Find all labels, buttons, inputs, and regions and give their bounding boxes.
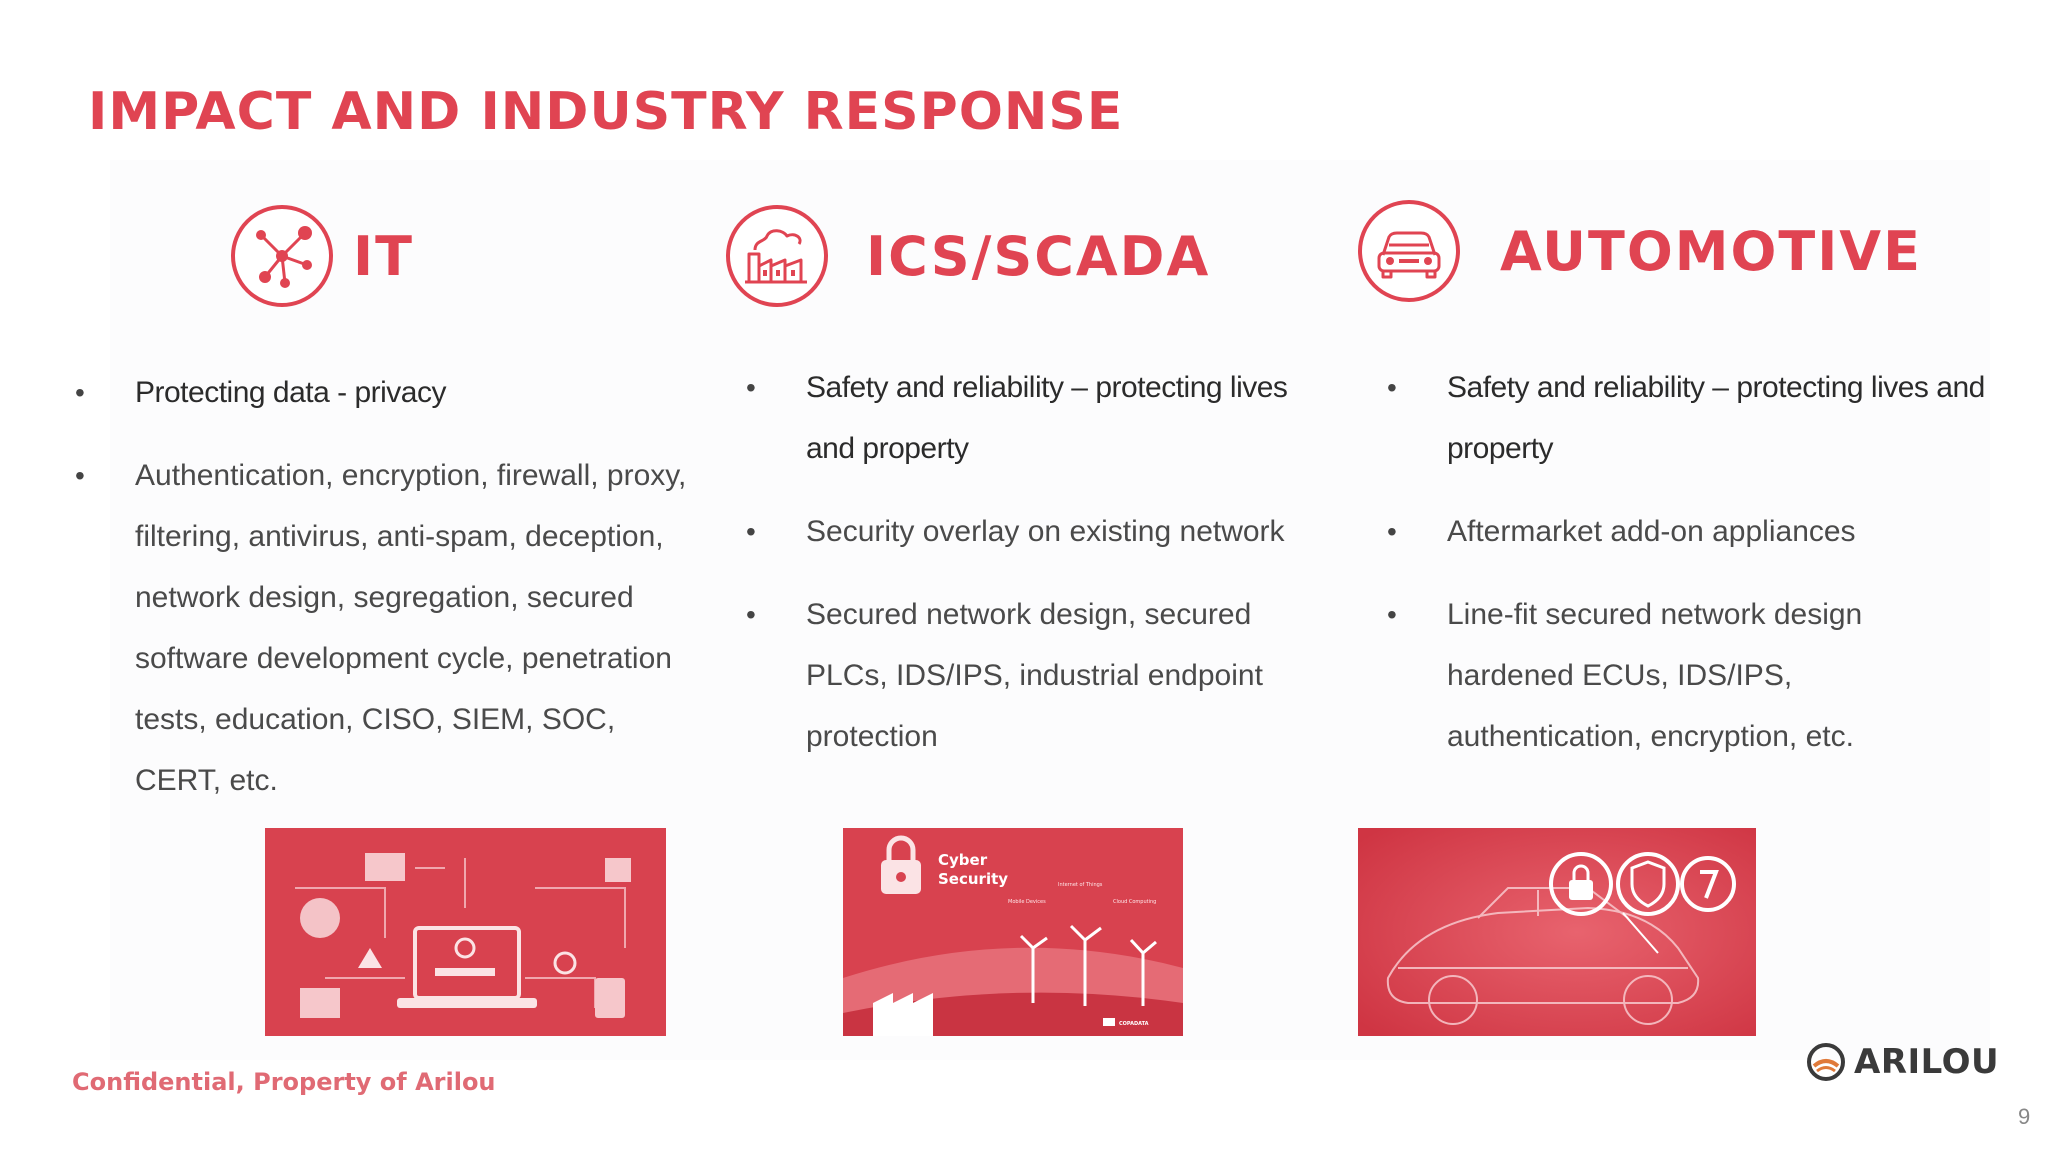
logo-text: ARILOU [1854, 1042, 2000, 1082]
bullet-item: Safety and reliability – protecting live… [746, 357, 1326, 479]
bullet-list-it: Protecting data - privacy Authentication… [75, 362, 695, 833]
page-number: 9 [2018, 1104, 2031, 1129]
confidential-notice: Confidential, Property of Arilou [72, 1068, 496, 1096]
network-nodes-icon [231, 205, 333, 307]
image-text-security: Security [938, 870, 1008, 888]
car-icon [1358, 200, 1460, 302]
bullet-item: Secured network design, secured PLCs, ID… [746, 584, 1326, 767]
column-heading: ICS/SCADA [866, 224, 1211, 288]
bullet-item: Authentication, encryption, firewall, pr… [75, 445, 695, 811]
arilou-logo-icon [1807, 1043, 1845, 1081]
bullet-list-ics-scada: Safety and reliability – protecting live… [746, 357, 1326, 789]
image-text-brand: COPADATA [1119, 1021, 1149, 1027]
image-text-mobile: Mobile Devices [1008, 899, 1046, 905]
cyber-security-ics-illustration: Cyber Security Mobile Devices Internet o… [843, 828, 1183, 1036]
it-security-illustration [265, 828, 666, 1036]
column-header-automotive: AUTOMOTIVE [1358, 200, 1922, 302]
bullet-item: Line-fit secured network design hardened… [1387, 584, 1987, 767]
arilou-logo: ARILOU [1806, 1042, 1999, 1082]
image-text-cyber: Cyber [938, 851, 988, 869]
column-heading: AUTOMOTIVE [1500, 219, 1922, 283]
image-text-iot: Internet of Things [1058, 882, 1103, 888]
image-text-cloud: Cloud Computing [1113, 899, 1156, 905]
bullet-item: Protecting data - privacy [75, 362, 695, 423]
bullet-list-automotive: Safety and reliability – protecting live… [1387, 357, 1987, 789]
factory-icon [726, 205, 828, 307]
bullet-item: Aftermarket add-on appliances [1387, 501, 1987, 562]
column-heading: IT [353, 224, 414, 288]
bullet-item: Security overlay on existing network [746, 501, 1326, 562]
slide-title: IMPACT AND INDUSTRY RESPONSE [88, 82, 1124, 142]
bullet-item: Safety and reliability – protecting live… [1387, 357, 1987, 479]
column-header-it: IT [231, 205, 414, 307]
column-header-ics-scada: ICS/SCADA [726, 205, 1210, 307]
automotive-security-illustration [1358, 828, 1756, 1036]
